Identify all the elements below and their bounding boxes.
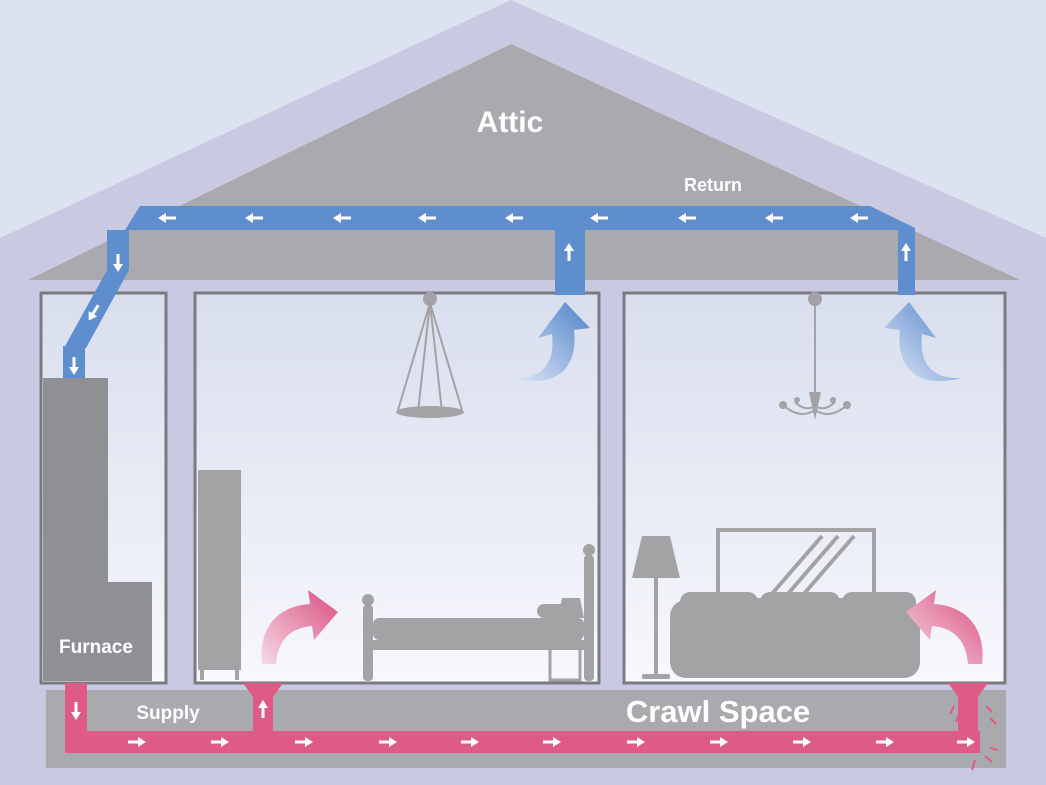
supply-flow-arrows xyxy=(71,700,975,747)
bed-icon xyxy=(362,544,595,682)
attic-label: Attic xyxy=(477,106,544,139)
supply-duct xyxy=(65,683,988,753)
sofa-icon xyxy=(670,528,920,678)
hanging-lamp-icon xyxy=(396,292,464,418)
furnace xyxy=(43,378,152,681)
supply-air-arrow-bedroom xyxy=(261,590,338,664)
chandelier-icon xyxy=(779,292,851,420)
supply-flow-arrow xyxy=(379,737,397,747)
return-flow-arrows xyxy=(69,213,911,375)
supply-flow-arrow xyxy=(211,737,229,747)
supply-flow-arrow xyxy=(461,737,479,747)
leak-icon xyxy=(949,705,999,771)
crawl-space xyxy=(46,690,1006,768)
return-air-arrow-living xyxy=(884,302,962,382)
supply-flow-arrow xyxy=(957,737,975,747)
return-label: Return xyxy=(684,175,742,195)
supply-label: Supply xyxy=(136,703,200,724)
supply-flow-arrow xyxy=(627,737,645,747)
wardrobe-icon xyxy=(198,470,241,680)
return-flow-arrow xyxy=(418,213,436,223)
supply-flow-arrow xyxy=(710,737,728,747)
supply-flow-arrow xyxy=(128,737,146,747)
return-flow-arrow xyxy=(564,243,574,261)
supply-flow-arrow xyxy=(543,737,561,747)
return-air-arrow-bedroom xyxy=(512,302,590,382)
return-flow-arrow xyxy=(678,213,696,223)
supply-flow-arrow xyxy=(295,737,313,747)
return-flow-arrow xyxy=(590,213,608,223)
supply-air-arrow-living xyxy=(906,590,983,664)
supply-flow-arrow xyxy=(258,700,268,718)
return-flow-arrow xyxy=(901,243,911,261)
return-flow-arrow xyxy=(850,213,868,223)
return-flow-arrow xyxy=(765,213,783,223)
furnace-label: Furnace xyxy=(59,637,133,658)
return-flow-arrow xyxy=(333,213,351,223)
supply-flow-arrow xyxy=(876,737,894,747)
return-flow-arrow xyxy=(113,254,123,272)
supply-flow-arrow xyxy=(793,737,811,747)
crawl-space-label: Crawl Space xyxy=(626,694,810,729)
floor-lamp-icon xyxy=(632,536,680,679)
supply-flow-arrow xyxy=(71,702,81,720)
return-flow-arrow xyxy=(505,213,523,223)
return-flow-arrow xyxy=(245,213,263,223)
return-flow-arrow xyxy=(158,213,176,223)
return-flow-arrow xyxy=(69,357,79,375)
return-flow-arrow xyxy=(88,304,100,321)
